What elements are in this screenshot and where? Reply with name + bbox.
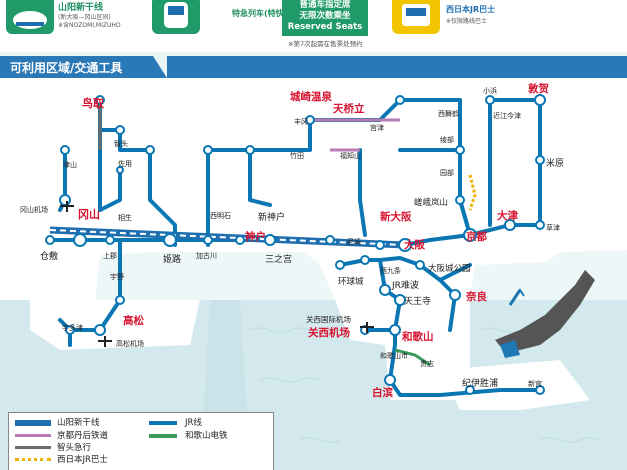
bus-title: 西日本JR巴士 bbox=[446, 5, 496, 14]
station-tottori: 鸟取 bbox=[82, 96, 104, 110]
reserved-line2: 无限次数乘坐 bbox=[299, 11, 351, 21]
station-sayo: 佐用 bbox=[118, 159, 132, 168]
station-kix-station: 关西机场 bbox=[308, 326, 350, 339]
japan-map-icon bbox=[495, 270, 595, 358]
station-takamatsu-airport: 高松机场 bbox=[116, 339, 144, 348]
limited-express-icon bbox=[152, 0, 200, 34]
station-okayama: 冈山 bbox=[78, 207, 100, 221]
legend-shinkansen-swatch bbox=[15, 420, 51, 426]
station-kyoto: 京都 bbox=[466, 230, 487, 243]
station-uzu: 宇多津 bbox=[62, 323, 83, 332]
transport-header: 山阳新干线 (新大阪—冈山区间) ※含NOZOMI,MIZUHO 特急列车(特快… bbox=[0, 0, 627, 52]
station-kinosaki: 城崎温泉 bbox=[290, 90, 332, 103]
station-kiikatsuura: 纪伊胜浦 bbox=[462, 377, 498, 389]
reserved-line3: Reserved Seats bbox=[287, 22, 363, 32]
station-kusatsu: 草津 bbox=[546, 223, 560, 232]
station-shinkobe: 新神户 bbox=[258, 211, 285, 223]
legend-jr-swatch bbox=[149, 421, 177, 425]
station-nishimaizuru: 西舞鹤 bbox=[438, 109, 459, 118]
station-universal: 环球城 bbox=[338, 276, 364, 287]
legend-wakayama-rail: 和歌山电铁 bbox=[185, 431, 228, 441]
legend-bus: 西日本JR巴士 bbox=[57, 455, 108, 465]
station-nishikujo: 西九条 bbox=[380, 266, 401, 275]
station-aioi: 相生 bbox=[118, 213, 132, 222]
station-ayabe: 绫部 bbox=[440, 135, 454, 144]
station-toyooka: 丰冈 bbox=[294, 117, 308, 126]
shinkansen-note: ※含NOZOMI,MIZUHO bbox=[58, 22, 121, 29]
station-kakogawa: 加古川 bbox=[196, 251, 217, 260]
legend-kyotango: 京都丹后铁道 bbox=[57, 431, 109, 441]
legend-chizu: 智头急行 bbox=[57, 443, 92, 453]
station-himeji: 姬路 bbox=[163, 253, 181, 265]
station-otsu: 大津 bbox=[497, 209, 518, 222]
limited-express-title: 特急列车(特快) bbox=[232, 9, 288, 18]
reserved-seats-box: 普通车指定席 无限次数乘坐 Reserved Seats bbox=[282, 0, 368, 36]
bus-line bbox=[468, 174, 477, 211]
shinkansen-range: (新大阪—冈山区间) bbox=[58, 14, 111, 21]
station-kix: 关西国际机场 bbox=[306, 314, 351, 324]
station-amagasaki: 尼崎 bbox=[347, 237, 361, 246]
station-sagano: 嵯峨岚山 bbox=[414, 197, 448, 208]
section-title-band: 可利用区域/交通工具 bbox=[0, 56, 627, 78]
station-sonobe: 园部 bbox=[440, 168, 454, 177]
reserved-line1: 普通车指定席 bbox=[299, 0, 351, 10]
station-osakajo: 大阪城公园 bbox=[428, 263, 471, 274]
reserved-note: ※第7次起需在售票处预约 bbox=[288, 40, 363, 48]
station-kurashiki: 仓敷 bbox=[40, 250, 58, 262]
bus-note: ※仅限路线巴士 bbox=[446, 18, 488, 25]
legend-bus-swatch bbox=[15, 458, 51, 461]
band-notch bbox=[153, 56, 167, 78]
station-takamatsu: 高松 bbox=[123, 314, 144, 327]
station-nishiakashi: 西明石 bbox=[210, 212, 231, 220]
station-maibara: 米原 bbox=[546, 157, 564, 169]
station-sannomiya: 三之宫 bbox=[265, 253, 292, 265]
station-obama: 小浜 bbox=[483, 86, 497, 95]
legend-jr: JR线 bbox=[185, 418, 202, 428]
station-shinosaka: 新大阪 bbox=[380, 210, 412, 223]
map-legend: 山阳新干线 京都丹后铁道 智头急行 西日本JR巴士 JR线 和歌山电铁 bbox=[8, 412, 274, 470]
station-tsuruga: 敦贺 bbox=[528, 82, 549, 95]
station-tennoji: 天王寺 bbox=[404, 296, 431, 307]
section-title: 可利用区域/交通工具 bbox=[10, 61, 123, 75]
legend-shinkansen: 山阳新干线 bbox=[57, 418, 100, 428]
station-shingu: 新宫 bbox=[528, 379, 542, 388]
station-kobe: 神户 bbox=[245, 230, 266, 243]
station-kamigori: 上郡 bbox=[103, 251, 117, 260]
station-fukuchiyama: 福知山 bbox=[340, 151, 361, 160]
legend-kyotango-swatch bbox=[15, 434, 51, 437]
station-wakayama: 和歌山 bbox=[401, 330, 434, 343]
station-osaka: 大阪 bbox=[404, 238, 425, 251]
station-uno: 宇野 bbox=[110, 272, 124, 281]
station-jrnamba: JR难波 bbox=[391, 279, 419, 291]
station-omiimazu: 近江今津 bbox=[493, 111, 521, 120]
bus-icon bbox=[392, 0, 440, 34]
station-okayama-airport: 冈山机场 bbox=[20, 205, 48, 214]
station-wakayamashi: 和歌山市 bbox=[380, 351, 408, 360]
station-shirahama: 白滨 bbox=[372, 386, 393, 399]
wakayama-rail-line bbox=[394, 348, 431, 367]
station-miyazu: 宫津 bbox=[370, 123, 384, 132]
legend-wakayama-rail-swatch bbox=[149, 434, 177, 438]
station-takeda: 竹田 bbox=[290, 151, 304, 160]
shinkansen-title: 山阳新干线 bbox=[58, 3, 104, 13]
legend-chizu-swatch bbox=[15, 446, 51, 449]
station-nara: 奈良 bbox=[465, 290, 487, 303]
station-tsuyama: 津山 bbox=[63, 160, 77, 169]
shinkansen-icon bbox=[6, 0, 54, 34]
airplane-icon bbox=[60, 201, 374, 347]
station-amanohashidate: 天桥立 bbox=[333, 102, 365, 115]
station-kishi: 贵志 bbox=[420, 359, 434, 368]
station-chizu: 智头 bbox=[114, 139, 128, 148]
shinkansen-line bbox=[49, 226, 406, 249]
